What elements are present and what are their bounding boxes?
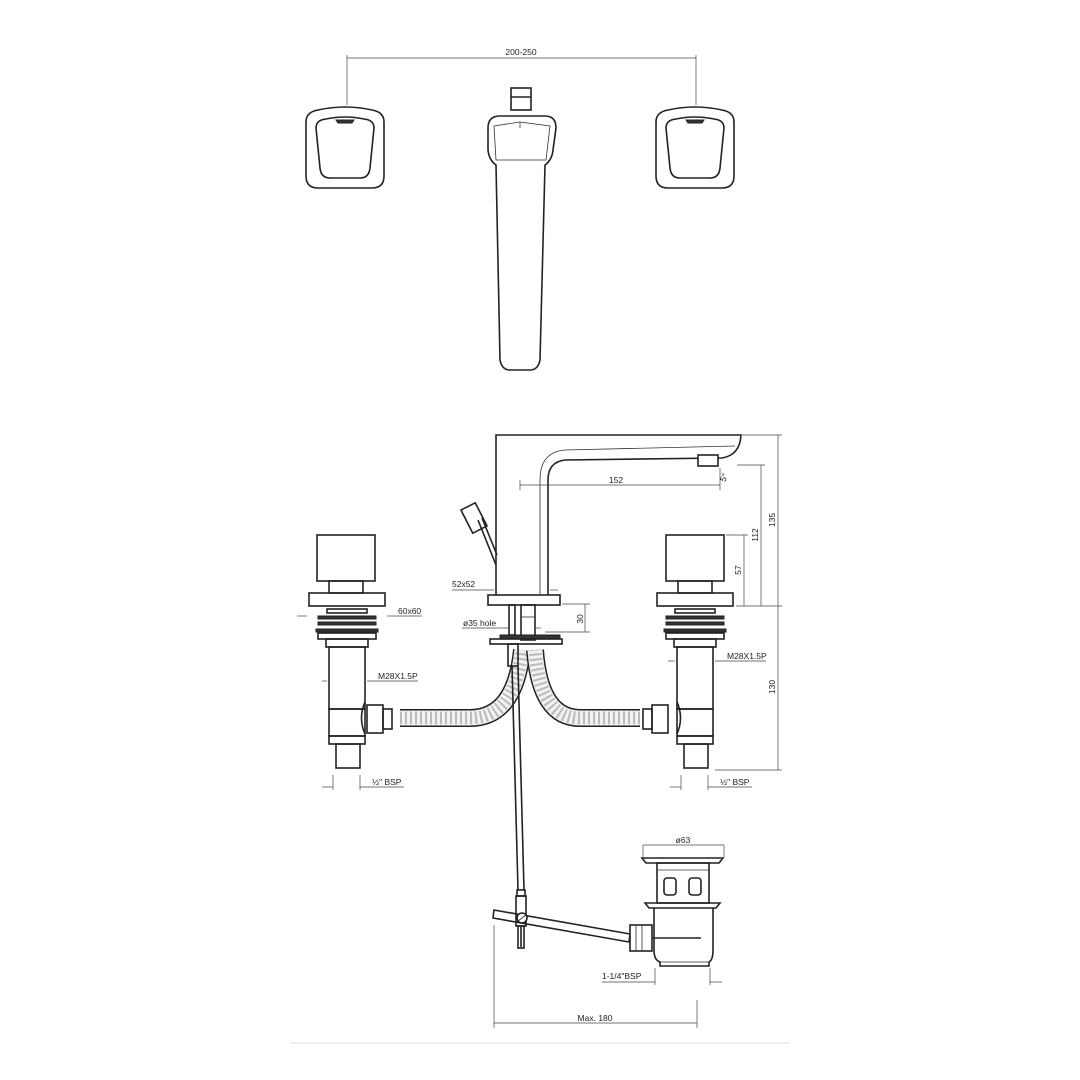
spout-top [487, 87, 557, 371]
thread-right-label: M28X1.5P [727, 651, 767, 661]
dim-height-outlet: 112 [750, 528, 760, 542]
dim-max-reach: Max. 180 [578, 1013, 613, 1023]
dim-waste-diameter: ø63 [676, 835, 691, 845]
popup-waste: ø63 1-1/4"BSP Max. 180 [492, 835, 725, 1028]
dim-spout-angle: 5° [718, 472, 730, 483]
dim-handle-height: 57 [733, 565, 743, 575]
waste-dimensions: ø63 1-1/4"BSP Max. 180 [493, 835, 725, 1028]
popup-rod [511, 665, 525, 891]
thread-left-label: M28X1.5P [378, 671, 418, 681]
right-handle-top [655, 106, 735, 189]
bsp-left-label: ½" BSP [372, 777, 402, 787]
top-view: 200-250 [305, 47, 735, 371]
left-valve [308, 534, 393, 769]
side-view: 152 5° 135 130 112 57 30 52x52 60x60 [297, 434, 782, 891]
dim-handle-base: 60x60 [398, 606, 421, 616]
dim-spout-base: 52x52 [452, 579, 475, 589]
flexible-hoses [400, 648, 640, 727]
dim-deck-thickness: 30 [575, 614, 585, 624]
bsp-right-label: ½" BSP [720, 777, 750, 787]
dim-hole: ø35 hole [463, 618, 496, 628]
waste-thread-label: 1-1/4"BSP [602, 971, 642, 981]
side-dimensions: 152 5° 135 130 112 57 30 52x52 60x60 [297, 434, 782, 790]
dim-height-total: 135 [767, 513, 777, 527]
dim-under-deck: 130 [767, 680, 777, 694]
dim-width-label: 200-250 [505, 47, 536, 57]
spout-side [459, 434, 742, 667]
right-valve [642, 534, 734, 769]
left-handle-top [305, 106, 385, 189]
width-dimension: 200-250 [346, 47, 697, 105]
dim-spout-reach: 152 [609, 475, 623, 485]
